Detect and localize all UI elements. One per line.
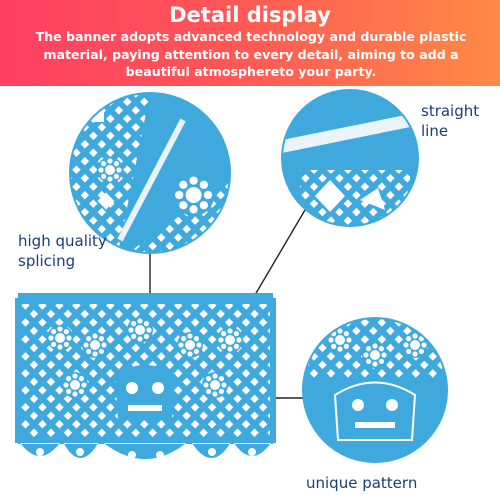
description-text: The banner adopts advanced technology an… — [35, 29, 467, 79]
zoom-circle-unique-pattern — [302, 317, 448, 463]
zoom-circle-straight-line — [281, 89, 419, 227]
skull-motif — [115, 365, 175, 420]
page-title: Detail display — [169, 3, 331, 27]
zoom-circle-splicing — [69, 92, 231, 254]
scallop-holes — [36, 448, 256, 459]
callout-straight-line: straight line — [421, 102, 480, 140]
callout-high-quality-splicing: high quality splicing — [18, 232, 107, 270]
callout-unique-pattern: unique pattern — [306, 474, 418, 492]
header-banner: Detail display The banner adopts advance… — [0, 0, 500, 86]
papel-picado-banner — [15, 293, 276, 459]
